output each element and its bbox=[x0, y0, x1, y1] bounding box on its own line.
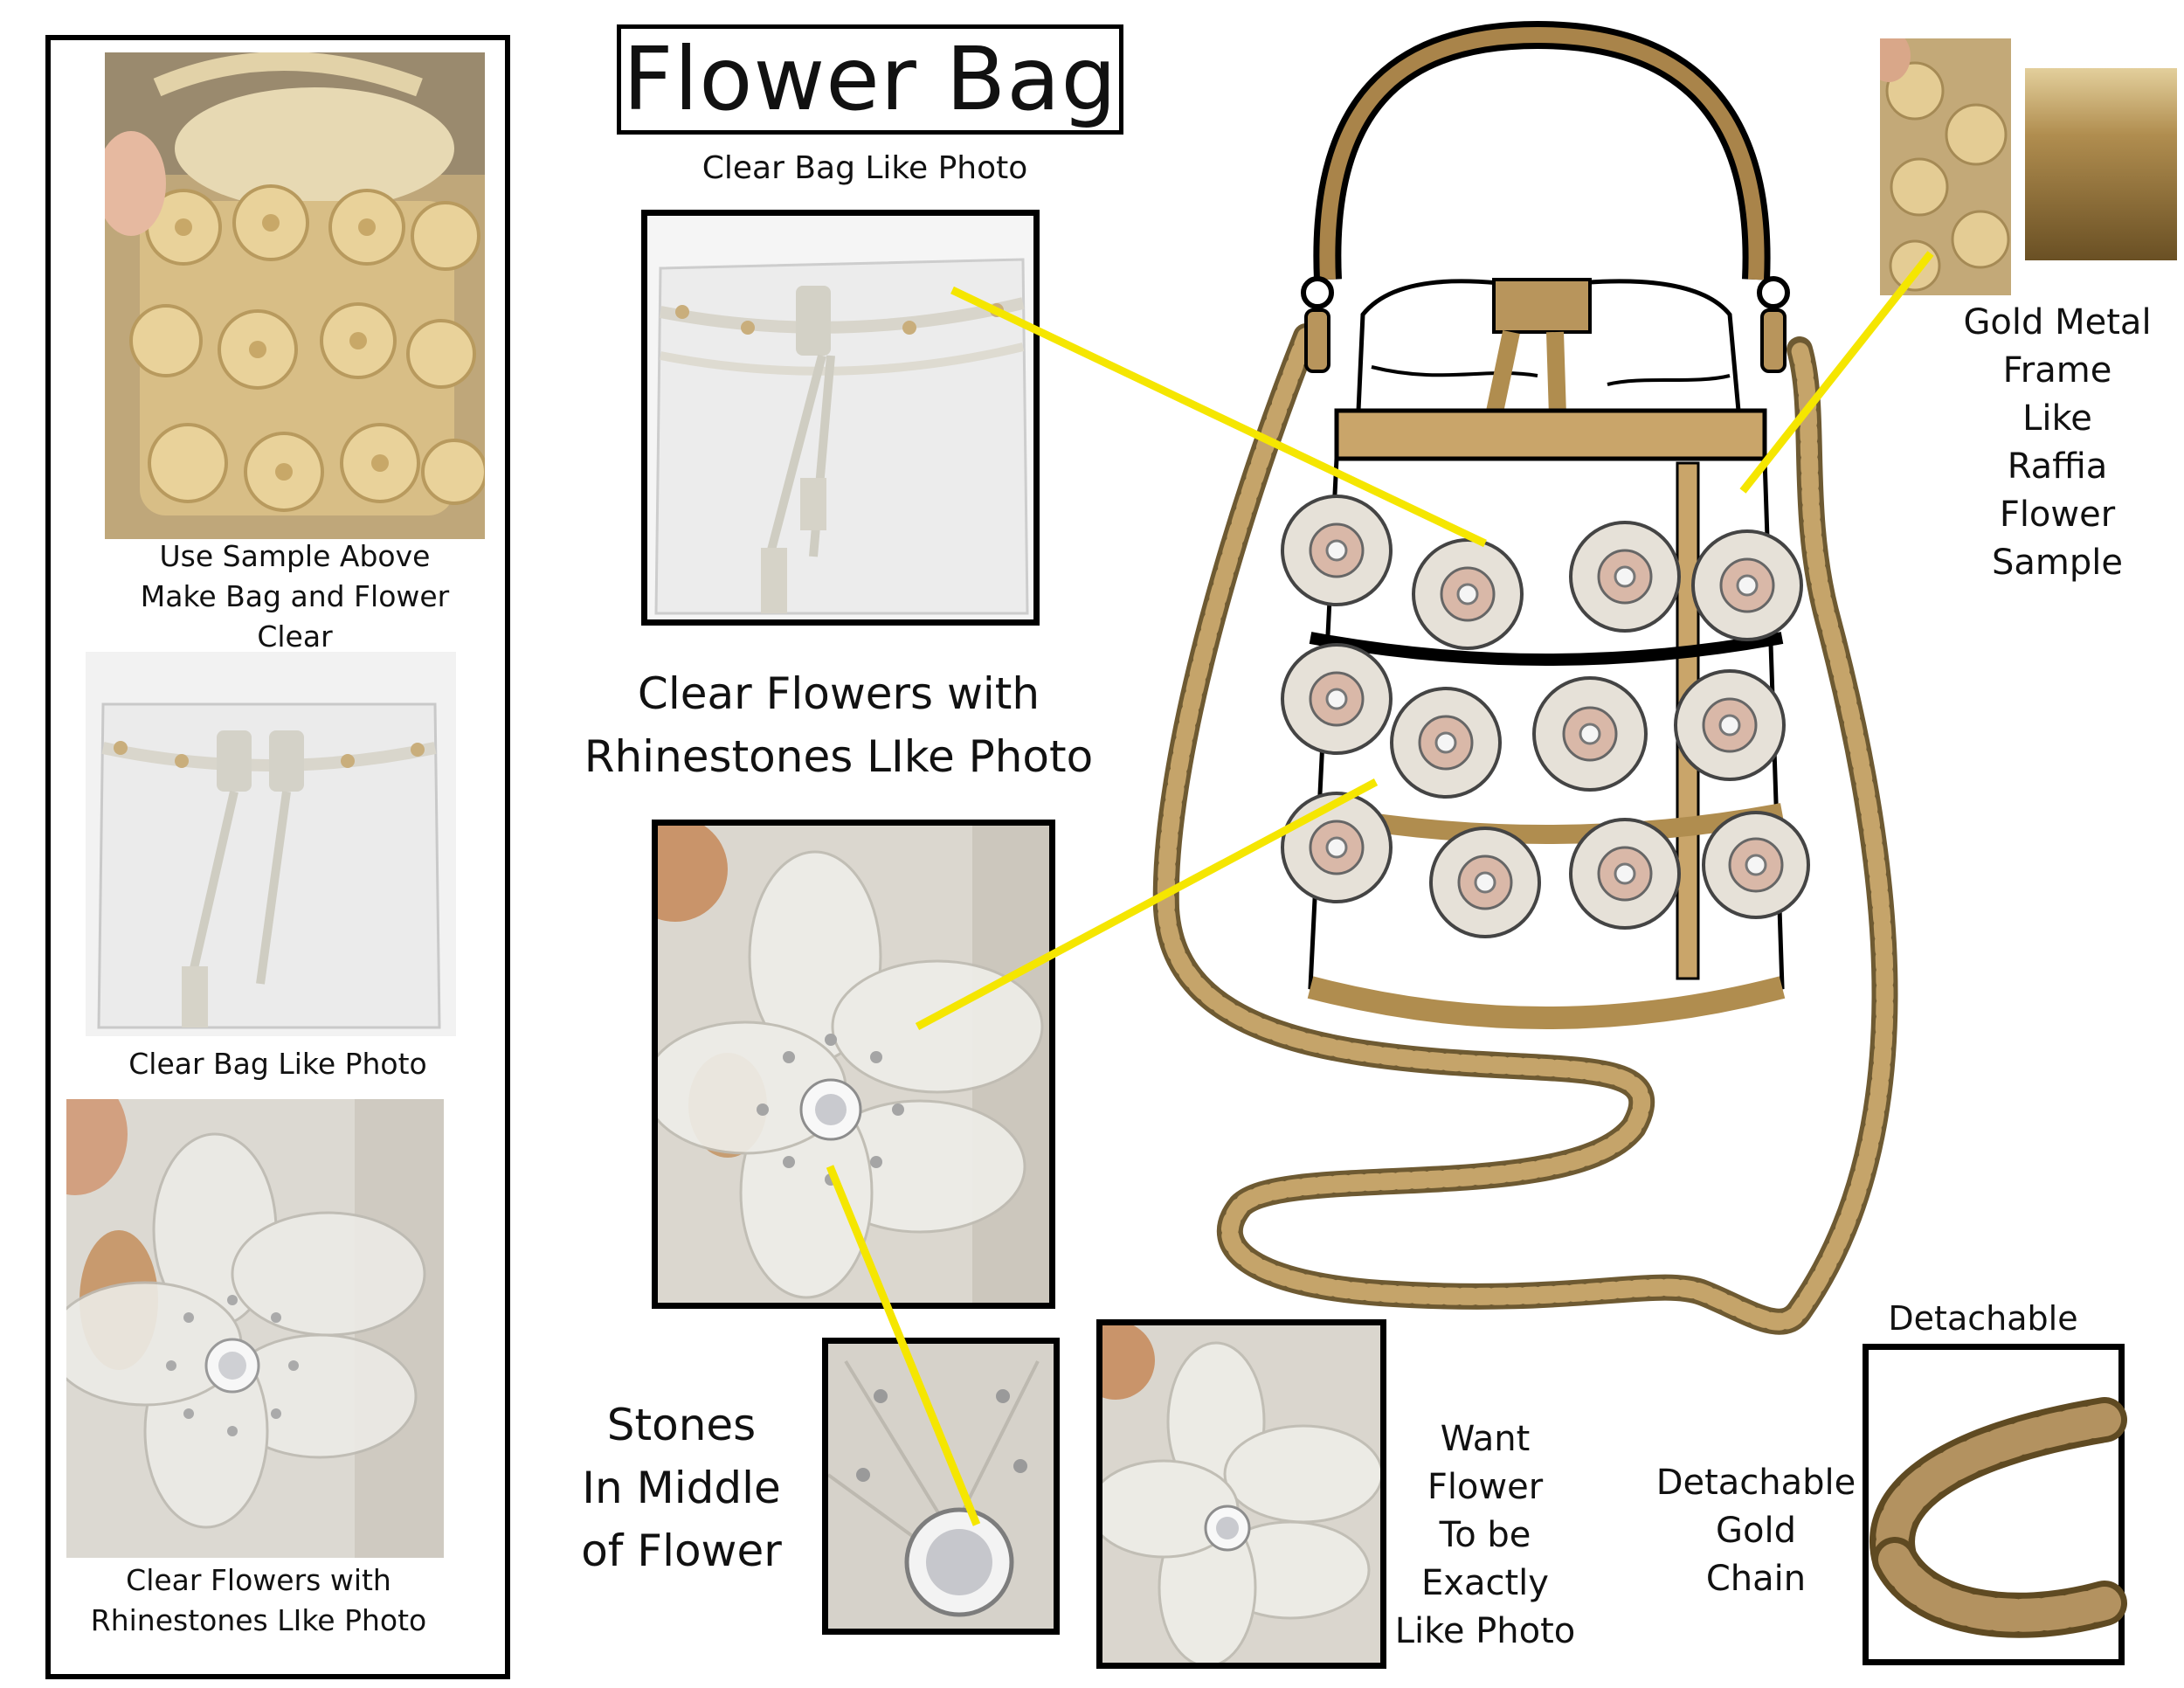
caption-line: Gold Metal bbox=[1963, 302, 2152, 342]
caption-line: Exactly bbox=[1421, 1563, 1549, 1603]
raffia-swatch-photo bbox=[1880, 38, 2011, 295]
left-reference-panel bbox=[45, 35, 510, 1679]
caption-line: Clear bbox=[257, 619, 333, 654]
caption-clear-flowers-center: Clear Flowers with Rhinestones LIke Phot… bbox=[559, 662, 1118, 788]
page-title: Flower Bag bbox=[622, 28, 1118, 130]
caption-line: Clear Flowers with bbox=[637, 668, 1040, 719]
caption-line: Rhinestones LIke Photo bbox=[584, 731, 1094, 782]
caption-want-flower: Want Flower To be Exactly Like Photo bbox=[1389, 1415, 1581, 1656]
flower-closeup-frame bbox=[1096, 1319, 1386, 1669]
caption-line: Frame bbox=[2002, 350, 2112, 391]
flower-closeup-photo bbox=[1102, 1325, 1380, 1663]
caption-gold-metal: Gold Metal Frame Like Raffia Flower Samp… bbox=[1948, 299, 2167, 587]
caption-line: Raffia bbox=[2007, 446, 2108, 487]
caption-line: Flower bbox=[1427, 1467, 1544, 1507]
title-box: Flower Bag bbox=[617, 24, 1123, 135]
bag-flowers bbox=[1281, 495, 1810, 938]
caption-line: Chain bbox=[1705, 1559, 1807, 1599]
chain-closeup-frame bbox=[1863, 1344, 2125, 1665]
caption-detachable-top: Detachable bbox=[1888, 1299, 2078, 1338]
caption-use-sample: Use Sample Above Make Bag and Flower Cle… bbox=[105, 536, 485, 657]
caption-line: To be bbox=[1439, 1515, 1531, 1555]
caption-line: Want bbox=[1440, 1419, 1531, 1459]
chain-closeup-illustration bbox=[1869, 1350, 2127, 1659]
caption-line: Stones bbox=[606, 1400, 757, 1450]
caption-line: Use Sample Above bbox=[159, 539, 431, 573]
caption-line: Like Photo bbox=[1394, 1611, 1576, 1651]
caption-line: Flower bbox=[1999, 495, 2116, 535]
caption-line: Make Bag and Flower bbox=[140, 579, 450, 613]
caption-clear-bag-left: Clear Bag Like Photo bbox=[128, 1047, 427, 1081]
caption-line: Rhinestones LIke Photo bbox=[90, 1603, 427, 1637]
caption-line: Sample bbox=[1992, 543, 2123, 583]
caption-line: Clear Flowers with bbox=[126, 1563, 391, 1597]
caption-stones: Stones In Middle of Flower bbox=[542, 1394, 821, 1582]
clear-flower-photo-left bbox=[66, 1099, 444, 1558]
caption-clear-bag-center: Clear Bag Like Photo bbox=[702, 150, 1028, 186]
caption-line: In Middle bbox=[582, 1463, 781, 1513]
caption-line: Gold bbox=[1716, 1511, 1796, 1551]
caption-line: Detachable bbox=[1655, 1463, 1856, 1503]
clear-bag-photo-left bbox=[86, 652, 456, 1036]
caption-line: Like bbox=[2022, 398, 2092, 439]
caption-clear-flowers-left: Clear Flowers with Rhinestones LIke Phot… bbox=[66, 1560, 451, 1641]
raffia-sample-photo bbox=[105, 52, 485, 539]
caption-detachable-chain: Detachable Gold Chain bbox=[1651, 1459, 1861, 1603]
gold-swatch bbox=[2025, 68, 2177, 260]
caption-line: of Flower bbox=[581, 1525, 782, 1576]
